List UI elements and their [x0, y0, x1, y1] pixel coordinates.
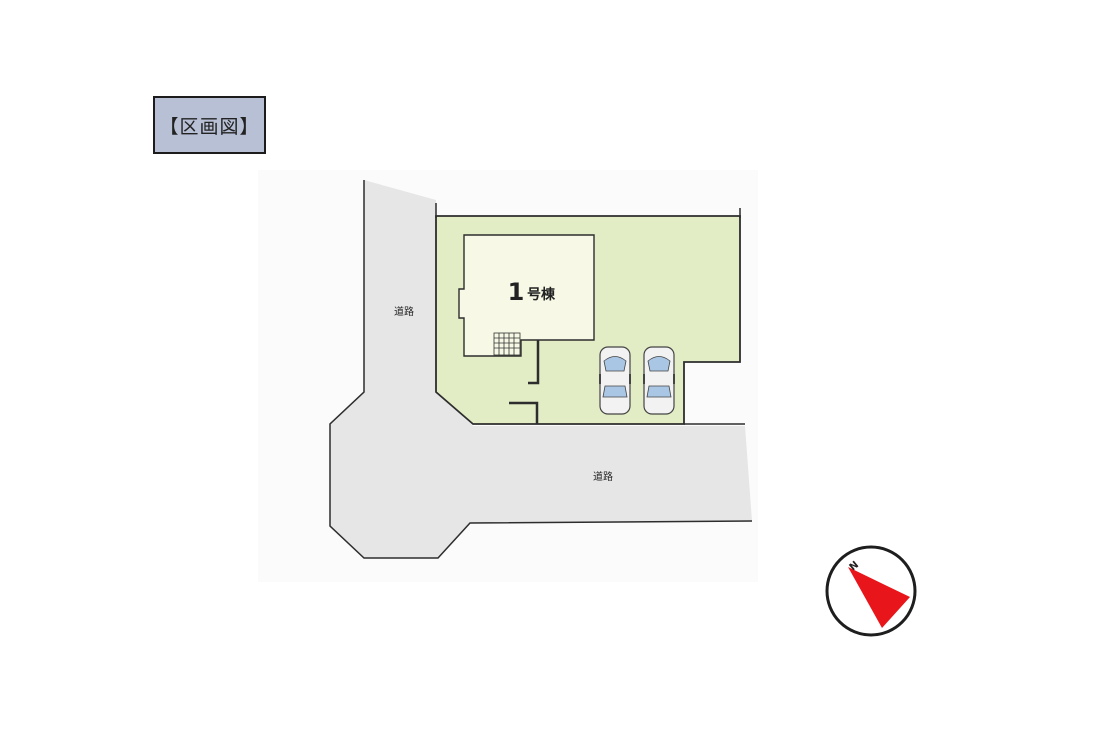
- building-number: 1: [508, 278, 525, 306]
- deck-grid: [493, 332, 521, 356]
- map-title: 【区画図】: [153, 96, 266, 154]
- car-icon: [643, 346, 675, 415]
- building-1: [458, 234, 595, 357]
- road-label-left: 道路: [394, 305, 414, 318]
- north-arrow-icon: [848, 567, 910, 628]
- road-left-edge: [329, 180, 753, 559]
- fence-upper: [528, 340, 540, 385]
- fence-lower: [509, 401, 539, 424]
- building-name: 号棟: [527, 286, 556, 303]
- road-label-bottom: 道路: [593, 470, 613, 483]
- car-icon: [599, 346, 631, 415]
- compass: N: [825, 545, 917, 637]
